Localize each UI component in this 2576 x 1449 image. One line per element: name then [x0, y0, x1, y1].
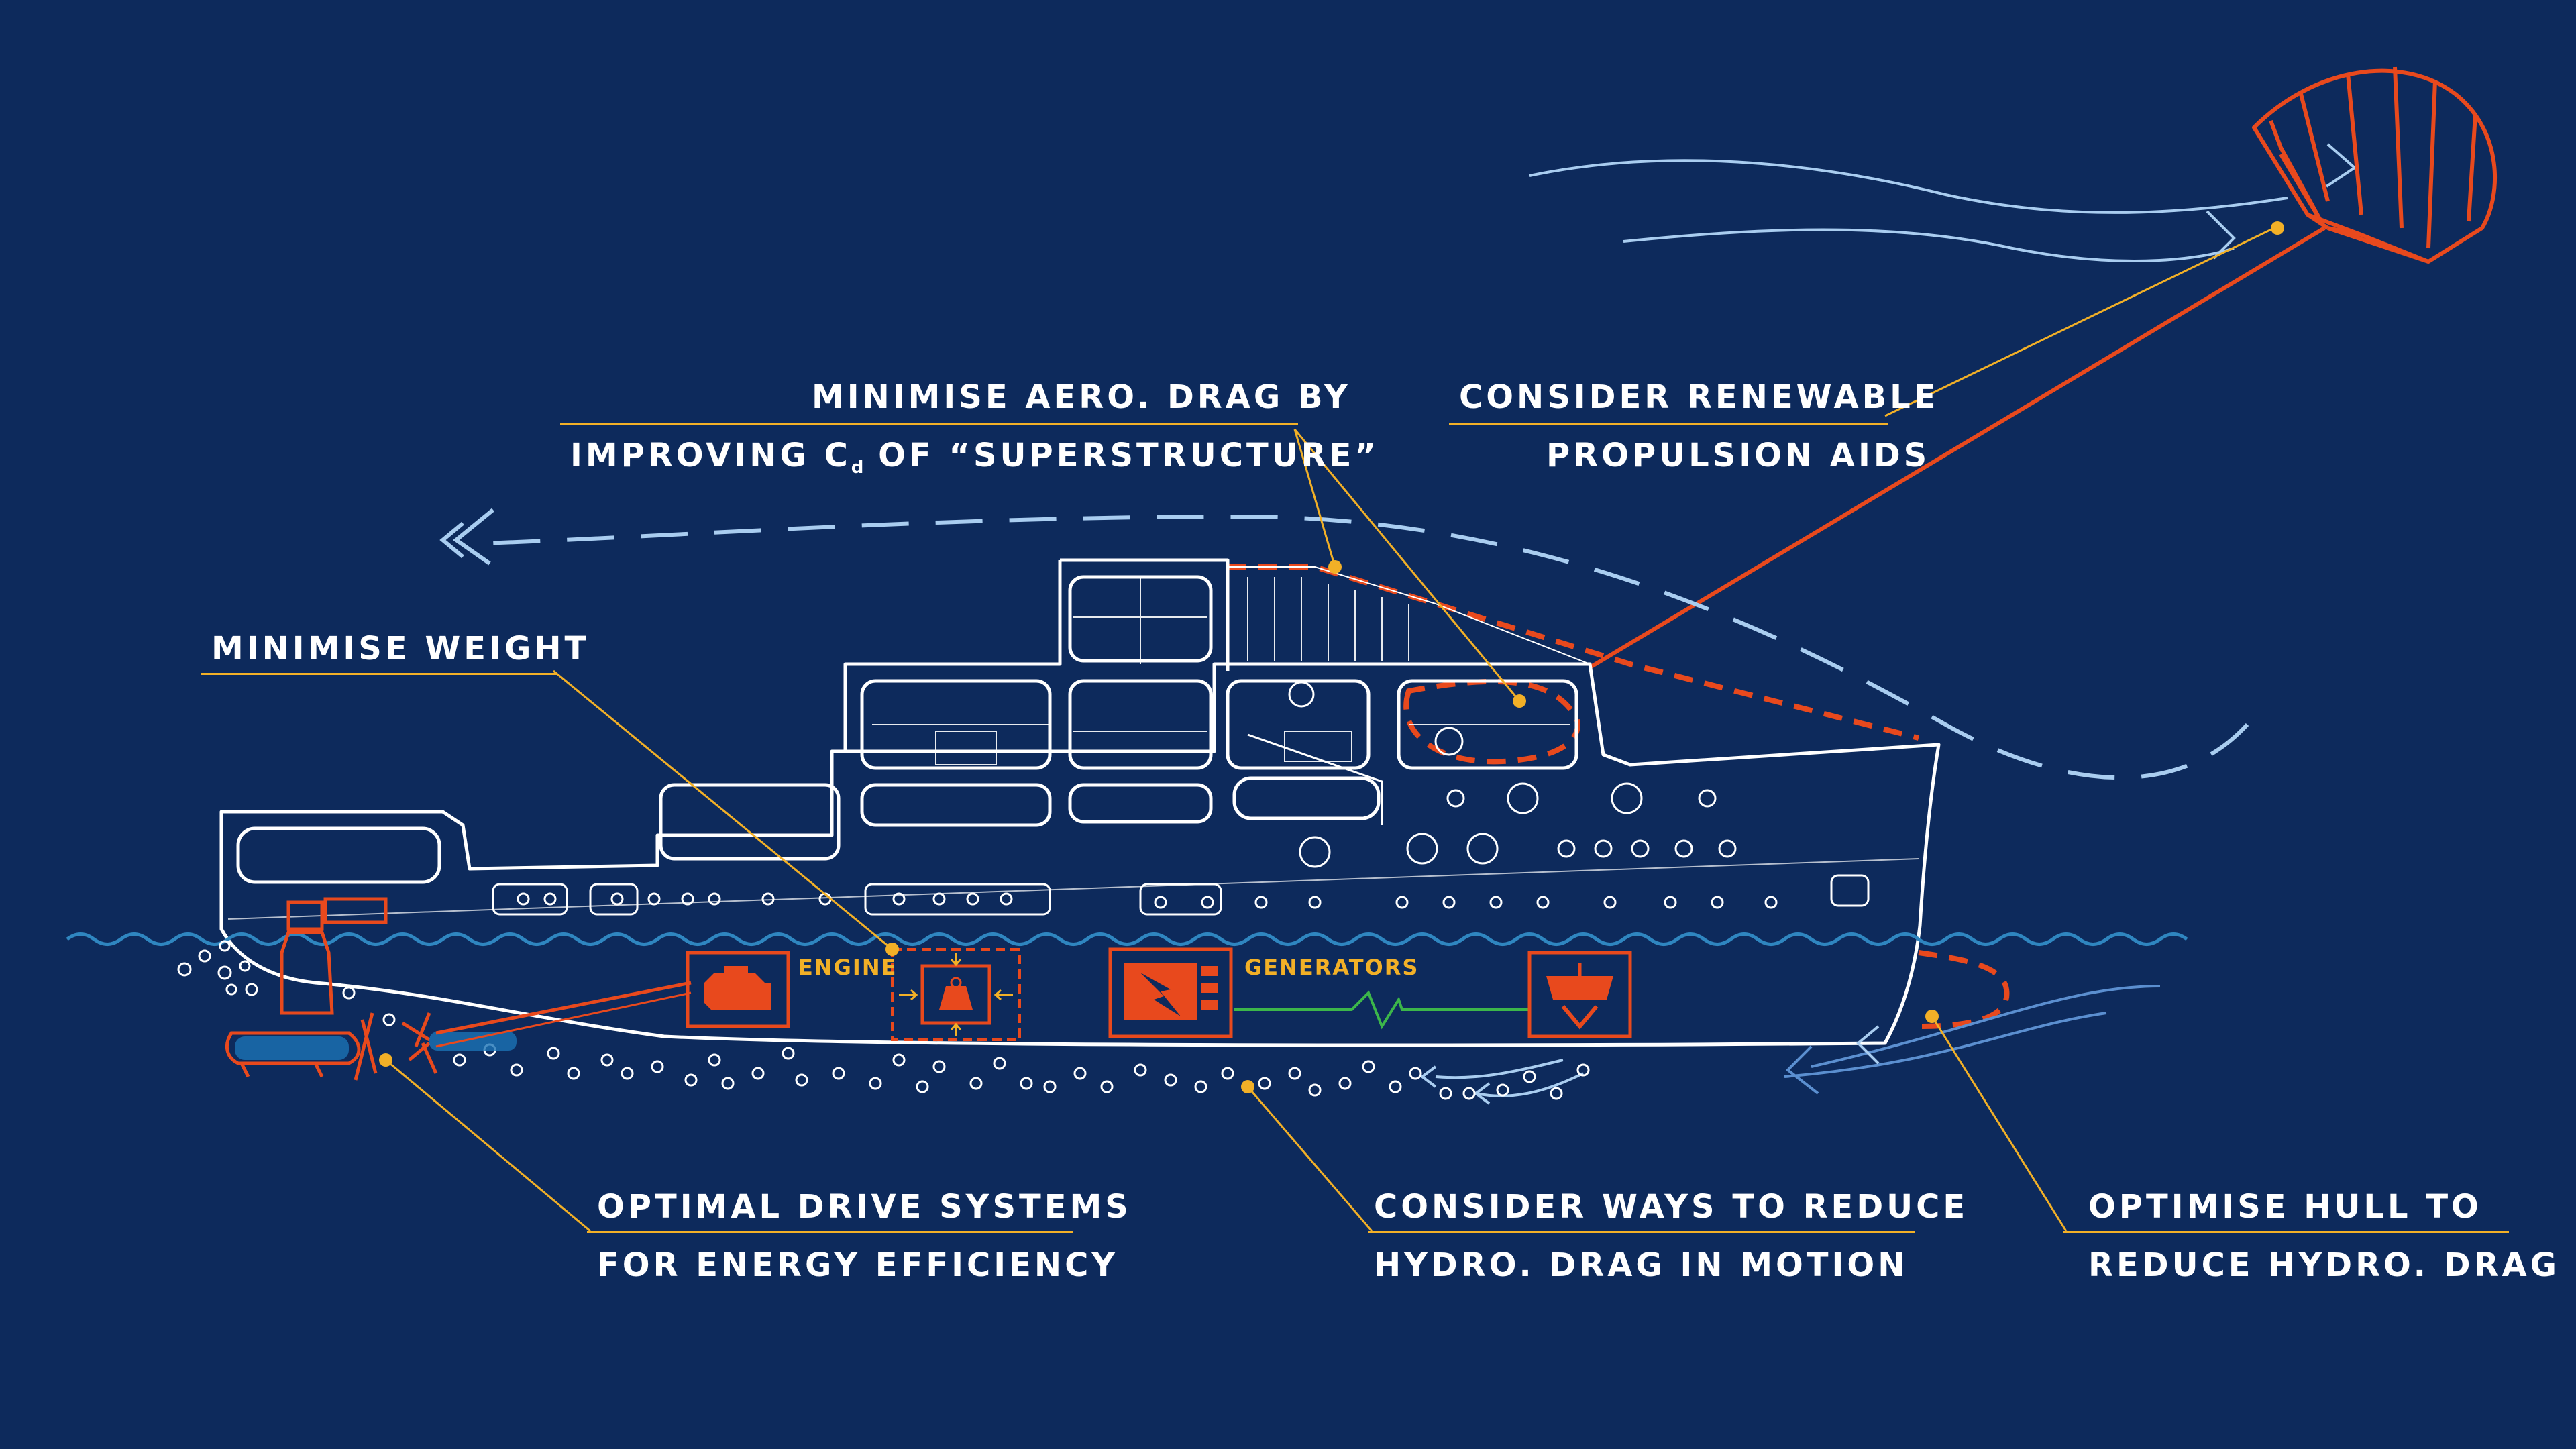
window-details [872, 577, 1570, 765]
label-weight: MINIMISE WEIGHT [211, 630, 590, 667]
label-hull-line2: REDUCE HYDRO. DRAG [2088, 1246, 2561, 1284]
battery-tank-icon [1527, 951, 1632, 1038]
label-aero-prefix: IMPROVING C [570, 437, 851, 474]
leader-dots [379, 221, 2284, 1093]
label-renewable-line2: PROPULSION AIDS [1546, 437, 1931, 474]
rule-hull [2063, 1231, 2509, 1233]
kite-tether [1589, 226, 2326, 669]
hydro-flow-lines [1419, 985, 2161, 1105]
label-drive-line1: OPTIMAL DRIVE SYSTEMS [597, 1188, 1132, 1226]
bubbles [177, 940, 1590, 1100]
leader-lines [385, 227, 2275, 1232]
rule-weight [201, 673, 557, 675]
label-aero-line1: MINIMISE AERO. DRAG BY [812, 378, 1351, 416]
rule-hydro-motion [1368, 1231, 1915, 1233]
label-generators: GENERATORS [1244, 955, 1419, 980]
airflow-lines [1529, 143, 2357, 262]
label-hydro-motion-line2: HYDRO. DRAG IN MOTION [1374, 1246, 1909, 1284]
rule-aero [560, 423, 1298, 425]
propeller-icon [401, 981, 692, 1075]
fairing-dashed [1228, 564, 2010, 1029]
azimuth-thruster-icon [225, 897, 388, 1081]
kite-icon [2252, 66, 2497, 264]
label-hull-line1: OPTIMISE HULL TO [2088, 1188, 2482, 1226]
label-aero-subscript: d [851, 458, 864, 478]
aero-airflow-arc [439, 508, 2249, 780]
rule-drive [587, 1231, 1073, 1233]
label-hydro-motion-line1: CONSIDER WAYS TO REDUCE [1374, 1188, 1969, 1226]
label-aero-suffix: OF “SUPERSTRUCTURE” [863, 437, 1379, 474]
azimuth-thruster-body [235, 1036, 349, 1060]
portholes [492, 681, 1870, 916]
weight-icon [891, 948, 1021, 1041]
label-renewable-line1: CONSIDER RENEWABLE [1459, 378, 1939, 416]
engine-icon [686, 951, 790, 1028]
ship-hull [219, 558, 1941, 1047]
ship-windows [236, 575, 1578, 884]
rule-renewable [1449, 423, 1888, 425]
label-aero-line2: IMPROVING Cd OF “SUPERSTRUCTURE” [570, 439, 1379, 476]
label-drive-line2: FOR ENERGY EFFICIENCY [597, 1246, 1119, 1284]
water-surface [66, 932, 2188, 946]
generator-icon [1108, 947, 1233, 1038]
electric-line [1234, 990, 1529, 1030]
label-engine: ENGINE [798, 955, 898, 980]
